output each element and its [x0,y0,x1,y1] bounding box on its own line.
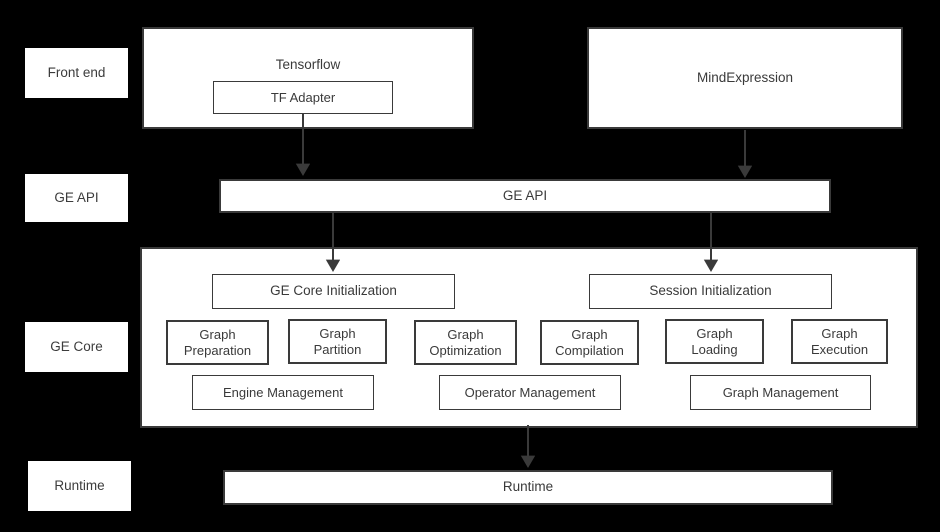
tensorflow-title: Tensorflow [275,57,341,72]
tf-adapter-label: TF Adapter [270,89,336,105]
layer-label-text: Front end [47,64,106,80]
layer-label-front-end: Front end [25,48,128,98]
graph-optimization-label: Graph Optimization [429,326,502,358]
graph-compilation-label: Graph Compilation [555,326,624,358]
operator-management-box[interactable]: Operator Management [439,375,621,410]
graph-preparation-box[interactable]: Graph Preparation [166,320,269,365]
layer-label-runtime: Runtime [28,461,131,511]
layer-label-ge-api: GE API [25,174,128,222]
session-initialization-box[interactable]: Session Initialization [589,274,832,309]
graph-partition-label: Graph Partition [313,325,362,357]
ge-api-label: GE API [502,187,548,203]
ge-core-initialization-box[interactable]: GE Core Initialization [212,274,455,309]
mindexpression-title: MindExpression [696,69,794,85]
layer-label-text: GE API [54,189,99,205]
graph-management-box[interactable]: Graph Management [690,375,871,410]
ge-api-bar[interactable]: GE API [219,179,831,213]
graph-execution-box[interactable]: Graph Execution [791,319,888,364]
engine-management-box[interactable]: Engine Management [192,375,374,410]
graph-compilation-box[interactable]: Graph Compilation [540,320,639,365]
engine-management-label: Engine Management [223,384,343,400]
layer-label-text: Runtime [54,477,105,493]
layer-label-ge-core: GE Core [25,322,128,372]
tf-adapter-box[interactable]: TF Adapter [213,81,393,114]
graph-management-label: Graph Management [722,384,839,400]
runtime-label: Runtime [502,479,554,495]
graph-preparation-label: Graph Preparation [183,326,252,358]
graph-partition-box[interactable]: Graph Partition [288,319,387,364]
graph-loading-label: Graph Loading [691,325,738,357]
graph-optimization-box[interactable]: Graph Optimization [414,320,517,365]
ge-core-initialization-label: GE Core Initialization [270,283,397,299]
graph-loading-box[interactable]: Graph Loading [665,319,764,364]
graph-execution-label: Graph Execution [810,325,869,357]
mindexpression-container[interactable]: MindExpression [587,27,903,129]
layer-label-text: GE Core [50,338,103,354]
runtime-bar[interactable]: Runtime [223,470,833,505]
session-initialization-label: Session Initialization [649,283,772,299]
operator-management-label: Operator Management [464,384,596,400]
